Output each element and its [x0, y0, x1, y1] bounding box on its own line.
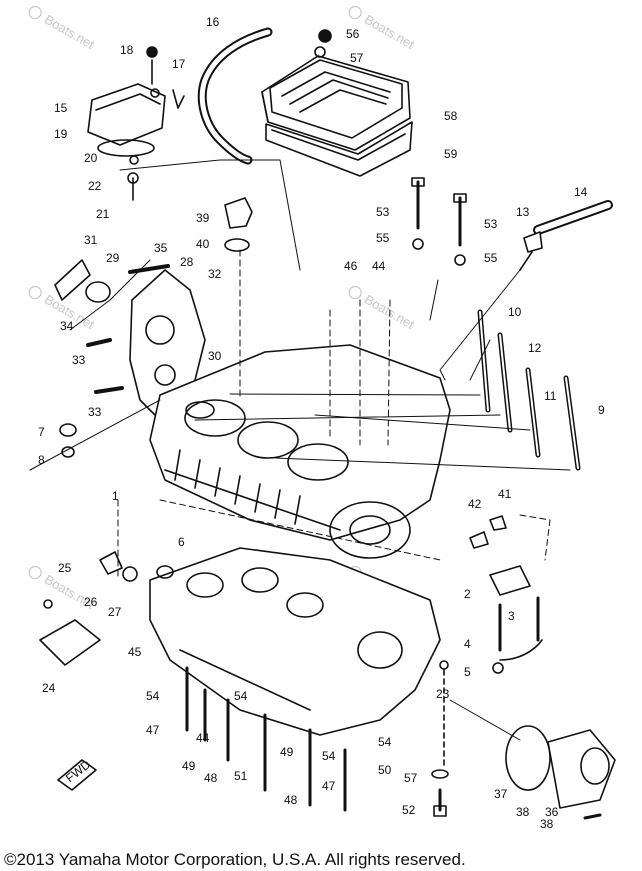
callout-49b: 49	[280, 745, 294, 759]
callout-48a: 48	[204, 771, 218, 785]
callout-3: 3	[508, 609, 515, 623]
callout-34: 34	[60, 319, 74, 333]
upper-crankcase	[149, 344, 451, 559]
callout-42: 42	[468, 497, 482, 511]
parts-drawing	[29, 27, 616, 820]
callout-8: 8	[38, 453, 45, 467]
callout-33a: 33	[72, 353, 86, 367]
callout-38b: 38	[540, 817, 554, 831]
callout-47a: 47	[146, 723, 160, 737]
callout-54b: 54	[234, 689, 248, 703]
callout-55b: 55	[484, 251, 498, 265]
callout-37: 37	[494, 787, 508, 801]
callout-30: 30	[208, 349, 222, 363]
callout-16: 16	[206, 15, 220, 29]
callout-29: 29	[106, 251, 120, 265]
breather-cover	[261, 55, 413, 177]
callout-18: 18	[120, 43, 134, 57]
callout-20: 20	[84, 151, 98, 165]
callout-52: 52	[402, 803, 416, 817]
callout-49a: 49	[182, 759, 196, 773]
callout-21: 21	[96, 207, 110, 221]
callout-26: 26	[84, 595, 98, 609]
callout-19: 19	[54, 127, 68, 141]
callout-27: 27	[108, 605, 122, 619]
callout-39: 39	[196, 211, 210, 225]
callout-12: 12	[528, 341, 542, 355]
callout-9: 9	[598, 403, 605, 417]
callout-32: 32	[208, 267, 222, 281]
callout-56: 56	[346, 27, 360, 41]
callout-13: 13	[516, 205, 530, 219]
callout-53a: 53	[376, 205, 390, 219]
callout-55a: 55	[376, 231, 390, 245]
callout-44a: 44	[372, 259, 386, 273]
callout-50: 50	[378, 763, 392, 777]
svg-text:Boats.net: Boats.net	[42, 12, 97, 53]
callout-35: 35	[154, 241, 168, 255]
callout-28: 28	[180, 255, 194, 269]
breather-hose	[197, 27, 273, 165]
callout-54c: 54	[322, 749, 336, 763]
callout-38a: 38	[516, 805, 530, 819]
callout-57a: 57	[350, 51, 364, 65]
callout-2: 2	[464, 587, 471, 601]
callout-40: 40	[196, 237, 210, 251]
callout-25: 25	[58, 561, 72, 575]
callout-33b: 33	[88, 405, 102, 419]
callout-53b: 53	[484, 217, 498, 231]
callout-58: 58	[444, 109, 458, 123]
copyright-notice: ©2013 Yamaha Motor Corporation, U.S.A. A…	[4, 850, 466, 869]
callout-10: 10	[508, 305, 522, 319]
watermark-stamp: Boats.net	[28, 5, 97, 53]
callout-11: 11	[544, 389, 557, 403]
baffle-plate	[39, 619, 101, 666]
callout-31: 31	[84, 233, 98, 247]
callout-23: 23	[436, 687, 450, 701]
callout-5: 5	[464, 665, 471, 679]
lower-crankcase	[149, 547, 441, 736]
callout-44b: 44	[196, 731, 210, 745]
callout-1: 1	[112, 489, 119, 503]
callout-45: 45	[128, 645, 142, 659]
callout-59: 59	[444, 147, 458, 161]
callout-51: 51	[234, 769, 248, 783]
filler-cap	[224, 197, 253, 229]
callout-48b: 48	[284, 793, 298, 807]
callout-7: 7	[38, 425, 45, 439]
callout-22: 22	[88, 179, 102, 193]
part-callouts: 1 2 3 4 5 6 7 8 9 10 11 12 13 14 15 16 1…	[38, 15, 605, 831]
callout-4: 4	[464, 637, 471, 651]
callout-36: 36	[545, 805, 559, 819]
callout-15: 15	[54, 101, 68, 115]
callout-54d: 54	[378, 735, 392, 749]
callout-41: 41	[498, 487, 512, 501]
callout-47b: 47	[322, 779, 336, 793]
callout-14: 14	[574, 185, 588, 199]
callout-54a: 54	[146, 689, 160, 703]
svg-text:Boats.net: Boats.net	[362, 12, 417, 53]
callout-57b: 57	[404, 771, 418, 785]
callout-24: 24	[42, 681, 56, 695]
callout-46: 46	[344, 259, 358, 273]
watermark-stamp: Boats.net	[348, 285, 417, 332]
callout-6: 6	[178, 535, 185, 549]
fwd-arrow	[57, 759, 97, 791]
callout-17: 17	[172, 57, 186, 71]
breather-housing	[87, 46, 166, 157]
